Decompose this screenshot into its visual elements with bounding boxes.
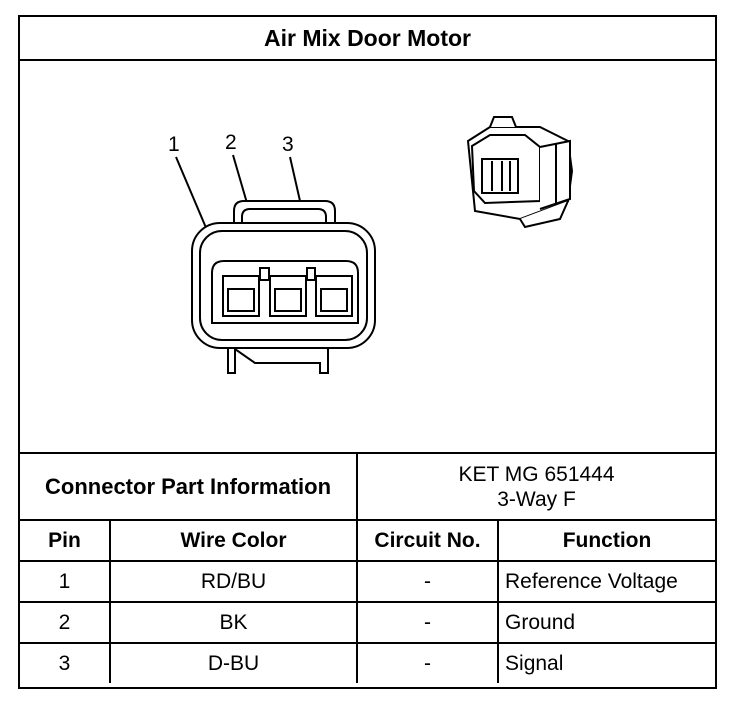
pin-label-3: 3 xyxy=(282,133,294,156)
cell-wire-color: BK xyxy=(108,601,359,644)
connector-drawing: 1 2 3 xyxy=(168,116,574,374)
part-info-value: KET MG 651444 3-Way F xyxy=(356,454,716,521)
cell-wire-color: D-BU xyxy=(108,642,359,683)
page-title: Air Mix Door Motor xyxy=(20,17,715,61)
part-number: KET MG 651444 xyxy=(458,462,615,486)
connector-diagram: 1 2 3 xyxy=(20,61,715,454)
connector-front-view xyxy=(191,200,376,374)
table-row: 3 D-BU - Signal xyxy=(20,642,716,683)
cell-function: Reference Voltage xyxy=(497,560,716,603)
cell-pin: 3 xyxy=(20,642,111,683)
pin-label-1: 1 xyxy=(168,133,180,156)
table-row: 1 RD/BU - Reference Voltage xyxy=(20,560,716,603)
header-circuit-no: Circuit No. xyxy=(356,519,500,562)
cell-function: Ground xyxy=(497,601,716,644)
header-wire-color: Wire Color xyxy=(108,519,359,562)
cell-circuit-no: - xyxy=(356,560,500,603)
cell-wire-color: RD/BU xyxy=(108,560,359,603)
cell-circuit-no: - xyxy=(356,601,500,644)
cell-function: Signal xyxy=(497,642,716,683)
table-row: 2 BK - Ground xyxy=(20,601,716,644)
part-type: 3-Way F xyxy=(497,487,576,511)
connector-table: Connector Part Information KET MG 651444… xyxy=(20,454,716,683)
cell-pin: 2 xyxy=(20,601,111,644)
cell-circuit-no: - xyxy=(356,642,500,683)
cell-pin: 1 xyxy=(20,560,111,603)
header-pin: Pin xyxy=(20,519,111,562)
connector-info-sheet: Air Mix Door Motor 1 2 3 xyxy=(18,15,717,689)
connector-perspective-view xyxy=(466,116,574,229)
header-function: Function xyxy=(497,519,716,562)
pin-label-2: 2 xyxy=(225,131,237,154)
part-info-label: Connector Part Information xyxy=(20,454,359,521)
